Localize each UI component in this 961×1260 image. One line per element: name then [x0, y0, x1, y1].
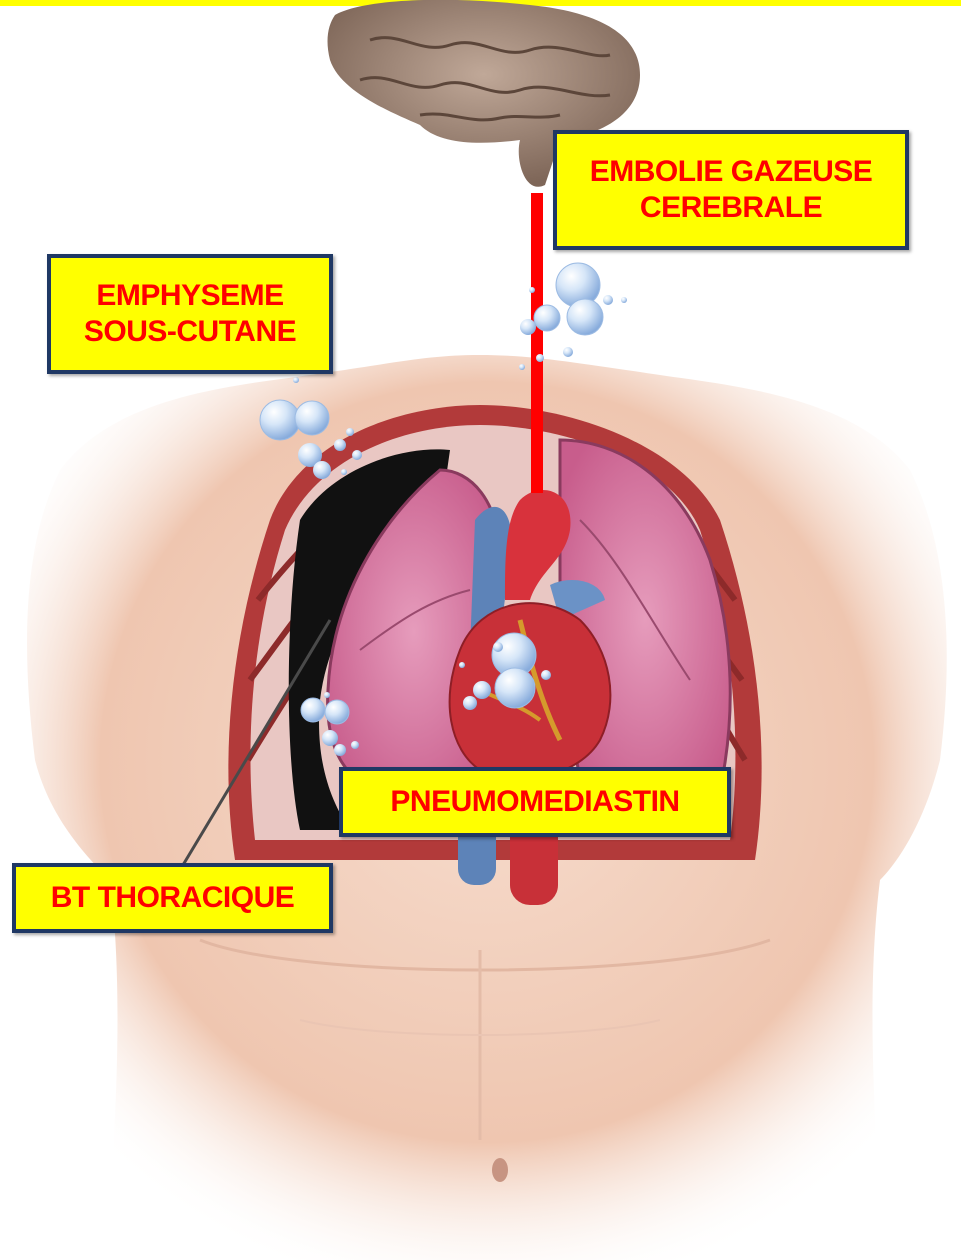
- air-bubble-icon: [567, 299, 603, 335]
- air-bubble-icon: [459, 662, 465, 668]
- air-bubble-icon: [563, 347, 573, 357]
- air-bubble-icon: [603, 295, 613, 305]
- air-bubble-icon: [334, 439, 346, 451]
- air-bubble-icon: [324, 692, 330, 698]
- air-bubble-icon: [519, 364, 525, 370]
- label-bt-thoracique-text: BT THORACIQUE: [51, 880, 295, 916]
- label-emphyseme: EMPHYSEME SOUS-CUTANE: [47, 254, 333, 374]
- air-bubble-icon: [322, 730, 338, 746]
- label-embolie-line1: EMBOLIE GAZEUSE: [590, 154, 873, 190]
- air-bubble-icon: [352, 450, 362, 460]
- air-bubble-icon: [473, 681, 491, 699]
- air-bubble-icon: [293, 377, 299, 383]
- air-bubble-icon: [493, 642, 503, 652]
- air-bubble-icon: [334, 744, 346, 756]
- air-bubble-icon: [295, 401, 329, 435]
- label-emphyseme-line1: EMPHYSEME: [96, 278, 283, 314]
- air-bubble-icon: [463, 696, 477, 710]
- embolism-connector-line: [531, 193, 543, 493]
- label-pneumomediastin-text: PNEUMOMEDIASTIN: [390, 784, 679, 820]
- air-bubble-icon: [301, 698, 325, 722]
- navel: [492, 1158, 508, 1182]
- air-bubble-icon: [534, 305, 560, 331]
- air-bubble-icon: [341, 469, 347, 475]
- label-embolie-gazeuse: EMBOLIE GAZEUSE CEREBRALE: [553, 130, 909, 250]
- label-pneumomediastin: PNEUMOMEDIASTIN: [339, 767, 731, 837]
- label-bt-thoracique: BT THORACIQUE: [12, 863, 333, 933]
- air-bubble-icon: [313, 461, 331, 479]
- label-embolie-line2: CEREBRALE: [640, 190, 822, 226]
- air-bubble-icon: [351, 741, 359, 749]
- air-bubble-icon: [495, 668, 535, 708]
- air-bubble-icon: [520, 319, 536, 335]
- air-bubble-icon: [325, 700, 349, 724]
- air-bubble-icon: [260, 400, 300, 440]
- air-bubble-icon: [541, 670, 551, 680]
- air-bubble-icon: [529, 287, 535, 293]
- air-bubble-icon: [346, 428, 354, 436]
- air-bubble-icon: [621, 297, 627, 303]
- air-bubble-icon: [536, 354, 544, 362]
- label-emphyseme-line2: SOUS-CUTANE: [84, 314, 296, 350]
